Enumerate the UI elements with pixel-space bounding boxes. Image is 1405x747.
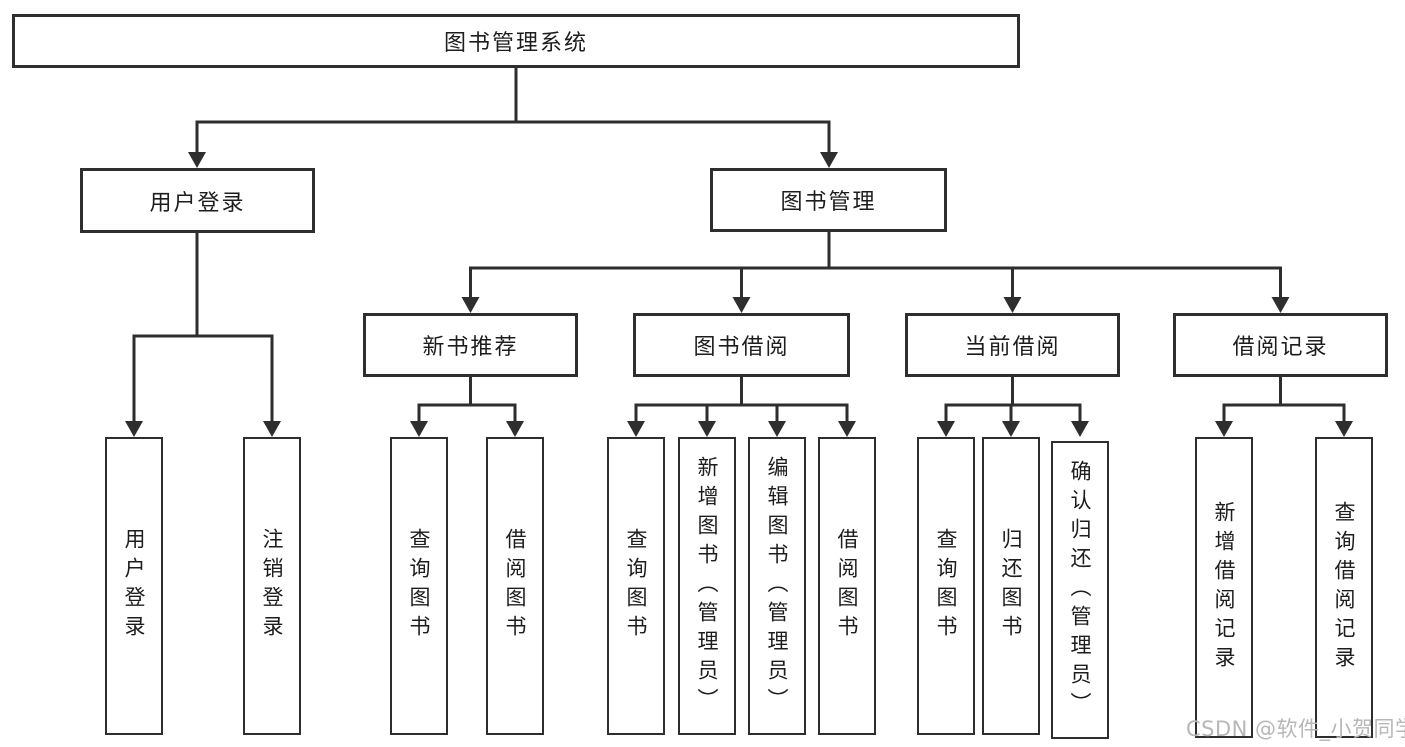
- connector-book-management-to-level3: [461, 232, 1290, 313]
- leaf-records-add-record: 新增借阅记录: [1195, 437, 1253, 738]
- node-new-book-recommend: 新书推荐: [363, 313, 578, 377]
- node-borrow-records: 借阅记录: [1173, 313, 1388, 377]
- connector-book-borrowing-to-leaves: [627, 377, 856, 437]
- leaf-logout: 注销登录: [243, 437, 301, 735]
- node-user-login: 用户登录: [80, 168, 315, 233]
- node-library-management-system: 图书管理系统: [12, 14, 1020, 68]
- leaf-borrowing-add-books-admin: 新增图书（管理员）: [678, 437, 736, 735]
- csdn-watermark: CSDN @软件_小贺同学: [1186, 717, 1405, 741]
- leaf-current-confirm-return-admin: 确认归还（管理员）: [1051, 441, 1109, 739]
- leaf-recommend-borrow-books: 借阅图书: [486, 437, 544, 735]
- leaf-recommend-query-books: 查询图书: [390, 437, 448, 735]
- leaf-current-query-books: 查询图书: [917, 437, 975, 735]
- connector-root-to-level2: [188, 68, 838, 168]
- leaf-borrowing-edit-books-admin: 编辑图书（管理员）: [748, 437, 806, 735]
- node-current-borrowing: 当前借阅: [905, 313, 1120, 377]
- connector-borrow-records-to-leaves: [1215, 377, 1353, 437]
- leaf-records-query-record: 查询借阅记录: [1315, 437, 1373, 738]
- leaf-user-login: 用户登录: [105, 437, 163, 735]
- connector-current-borrowing-to-leaves: [937, 377, 1089, 437]
- connector-new-book-recommend-to-leaves: [410, 377, 524, 437]
- node-book-management: 图书管理: [710, 168, 947, 232]
- leaf-current-return-books: 归还图书: [982, 437, 1040, 735]
- leaf-borrowing-borrow-books: 借阅图书: [818, 437, 876, 735]
- leaf-borrowing-query-books: 查询图书: [607, 437, 665, 735]
- node-book-borrowing: 图书借阅: [633, 313, 850, 377]
- connector-user-login-to-leaves: [125, 233, 281, 437]
